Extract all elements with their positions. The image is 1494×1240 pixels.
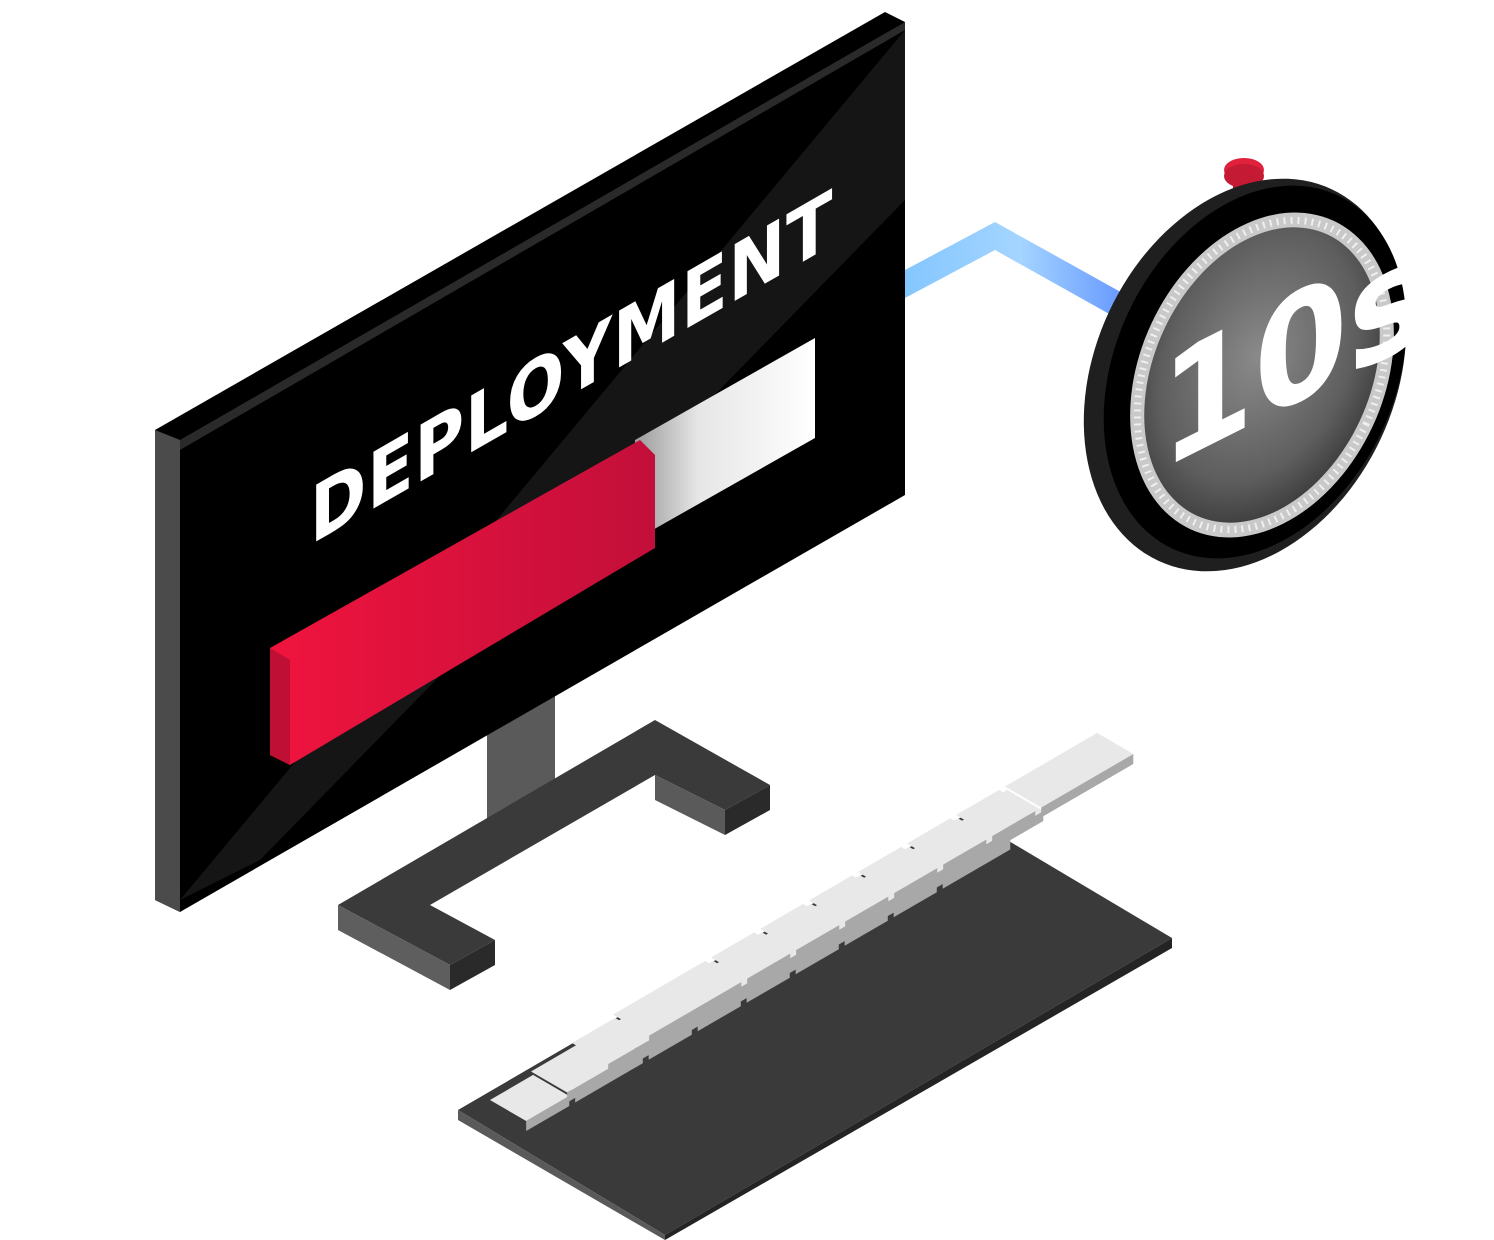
stopwatch-icon — [1083, 158, 1407, 572]
keyboard-key-side — [608, 1038, 652, 1075]
monitor-stand — [338, 690, 770, 990]
keyboard-key — [760, 903, 840, 951]
keyboard-key — [613, 960, 742, 1036]
keyboard-key — [858, 846, 938, 894]
keyboard-key-side — [992, 810, 1036, 847]
connector-line — [905, 222, 1135, 320]
keyboard-key — [490, 1074, 570, 1122]
progress-fill — [270, 440, 655, 765]
keyboard-key — [711, 932, 791, 979]
keyboard-key — [956, 789, 1036, 837]
keyboard-key — [907, 818, 987, 865]
keyboard-key-side — [526, 1095, 570, 1132]
keyboard-key — [1005, 732, 1134, 808]
progress-bar — [270, 338, 815, 765]
keyboard-key — [572, 1017, 652, 1065]
keyboard-icon — [458, 732, 1172, 1240]
keyboard-key-side — [845, 896, 889, 932]
keyboard-key-side — [943, 839, 987, 875]
keyboard-key-side — [796, 924, 840, 961]
keyboard-key-side — [747, 953, 791, 989]
keyboard-key-side — [894, 867, 938, 904]
progress-track — [635, 338, 815, 540]
keyboard-key-side — [1041, 753, 1134, 818]
keyboard-key — [809, 875, 889, 922]
keyboard-key-side — [649, 981, 742, 1046]
